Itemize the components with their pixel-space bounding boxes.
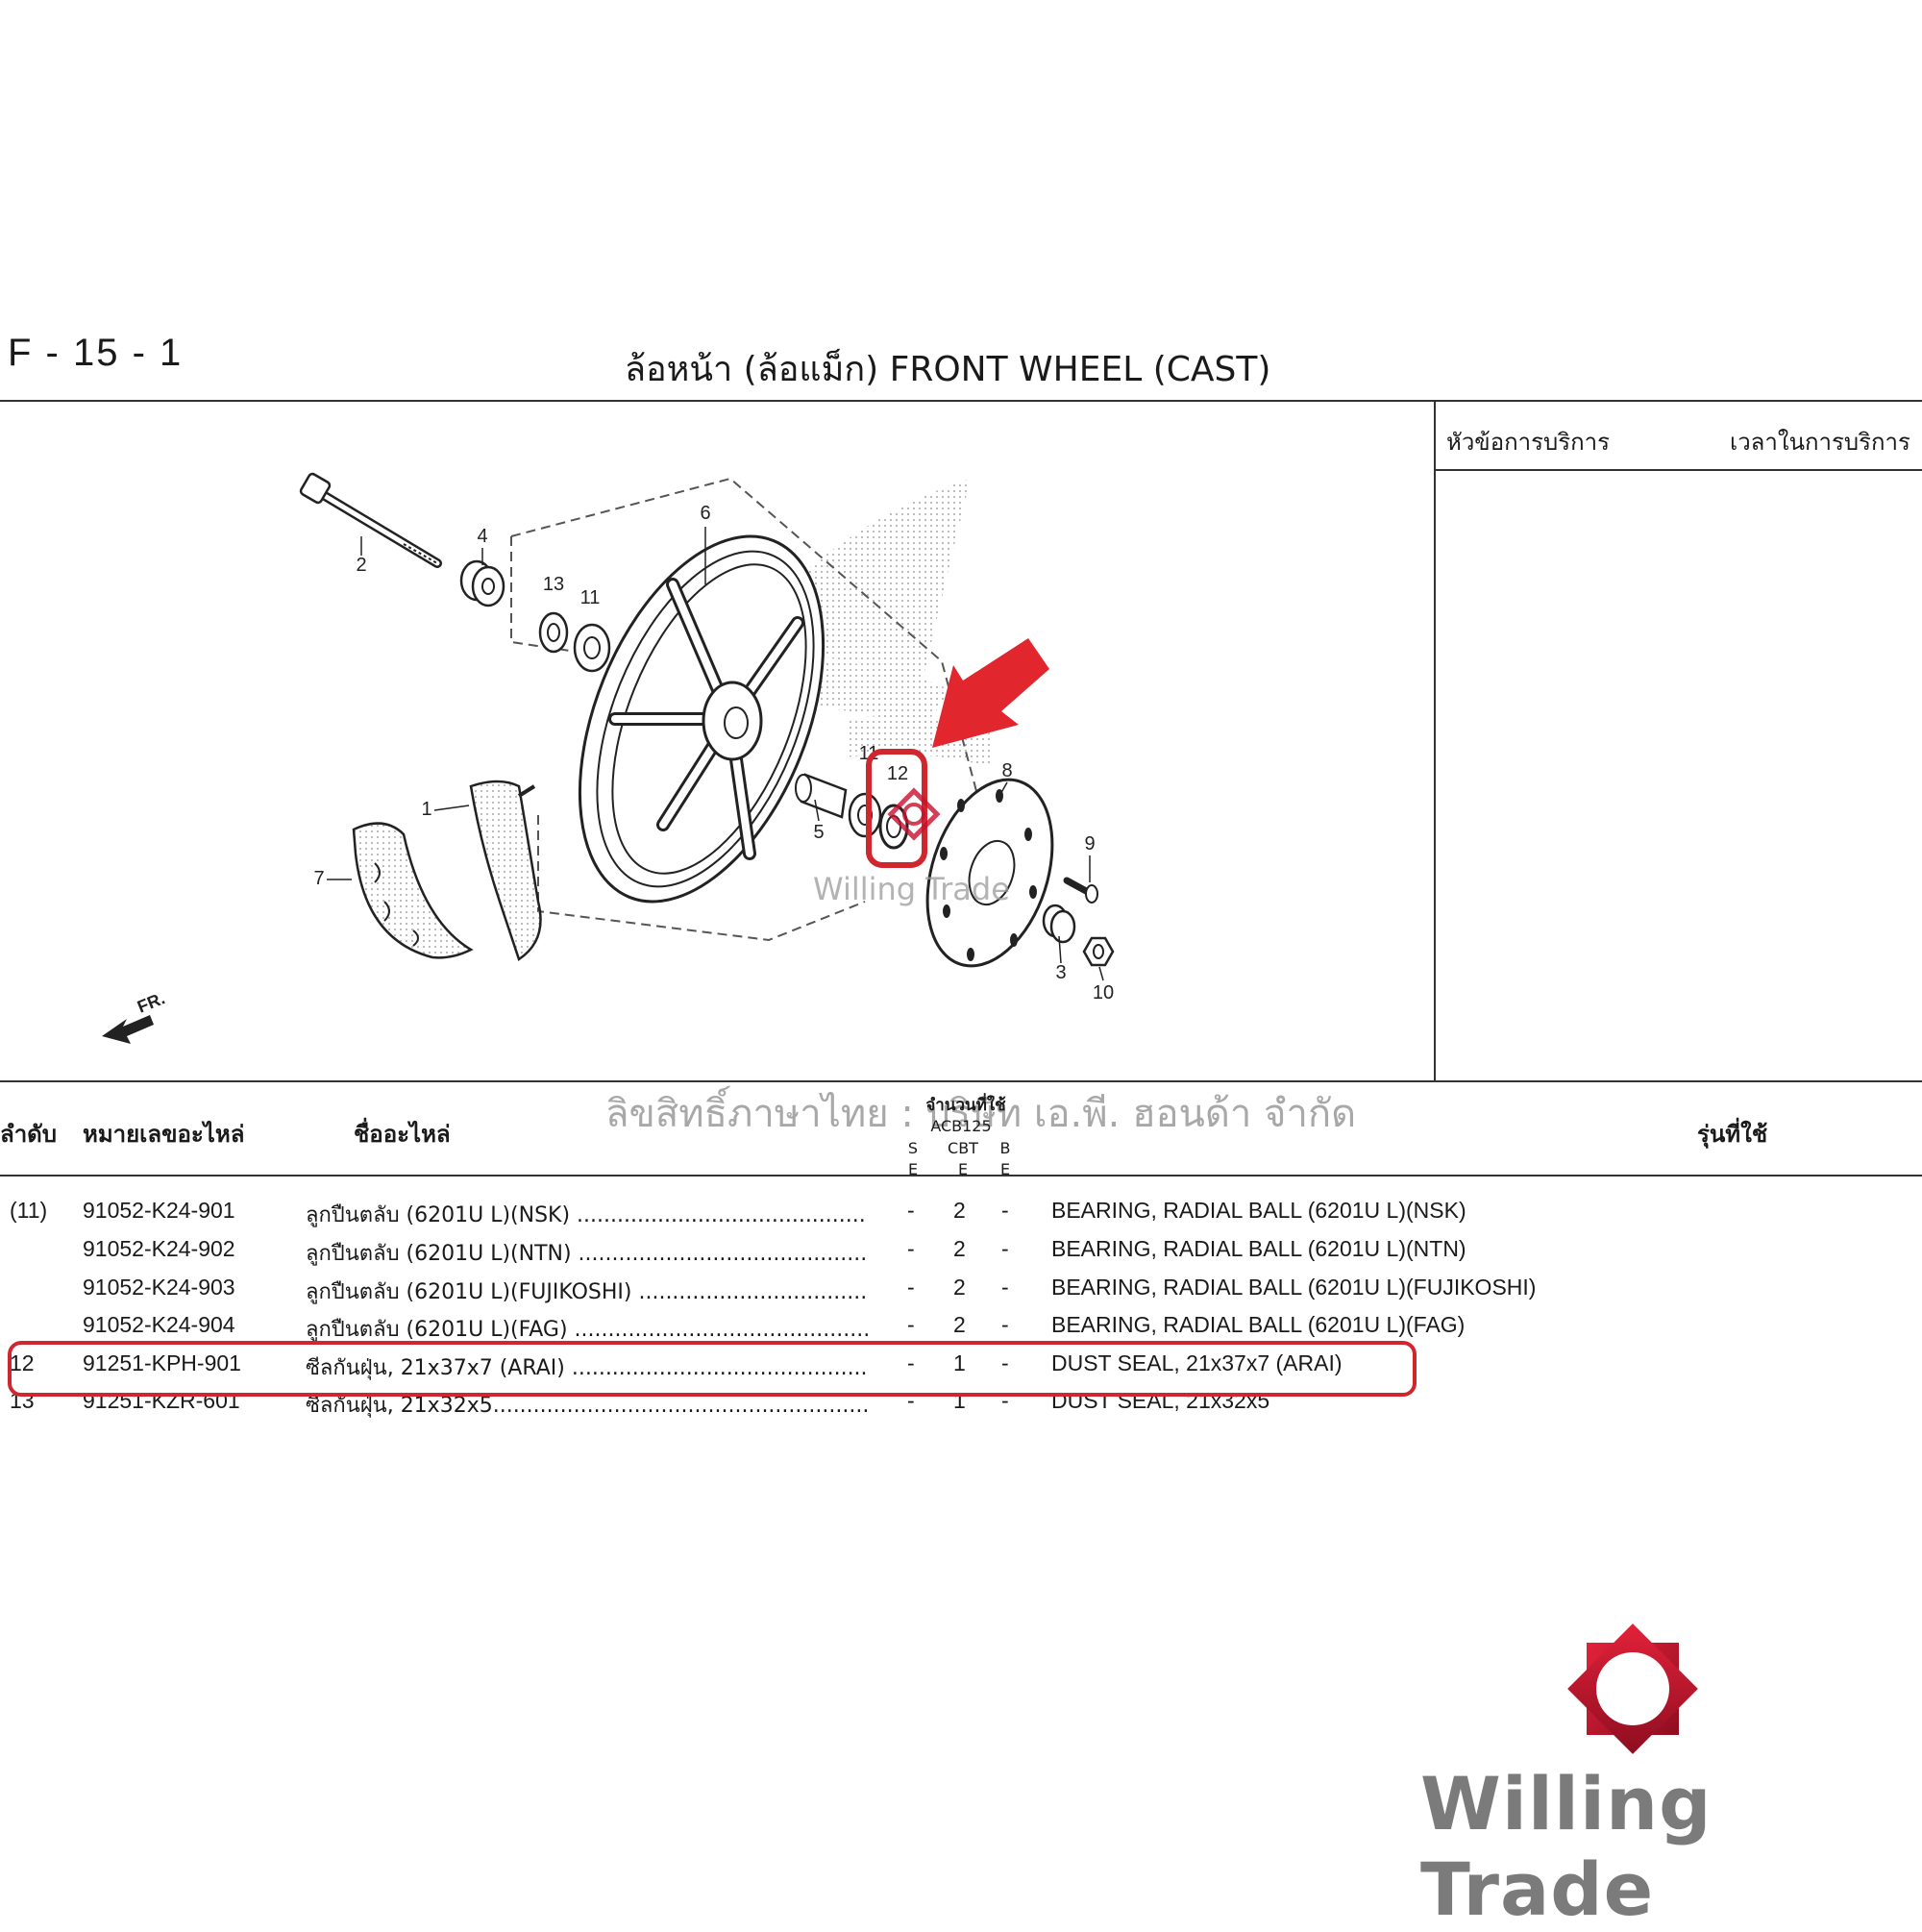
row-part-no: 91052-K24-903 bbox=[83, 1275, 235, 1300]
callout-8: 8 bbox=[1001, 760, 1012, 781]
callout-11-right: 11 bbox=[859, 743, 879, 764]
axle-nut-part bbox=[1082, 936, 1115, 967]
row-name-en: DUST SEAL, 21x37x7 (ARAI) bbox=[1051, 1350, 1343, 1375]
callout-1: 1 bbox=[421, 799, 431, 820]
col-b-header: B E bbox=[999, 1139, 1011, 1178]
bearing-right-part bbox=[848, 792, 882, 838]
col-part-name-header: ชื่ออะไหล่ bbox=[354, 1121, 451, 1148]
highlight-box-part-12 bbox=[866, 749, 927, 868]
bearing-left-part bbox=[538, 611, 611, 673]
disc-bolt-part bbox=[1063, 877, 1098, 904]
table-row: 13 91251-KZR-601 ซีลกันฝุ่น, 21x32x5....… bbox=[0, 1388, 1538, 1426]
assembly-outline bbox=[510, 477, 981, 806]
row-name-th: ลูกปืนตลับ (6201U L)(NTN) ..............… bbox=[306, 1242, 868, 1266]
cast-wheel-part bbox=[578, 534, 825, 904]
callout-2: 2 bbox=[356, 555, 366, 576]
row-part-no: 91052-K24-902 bbox=[83, 1236, 235, 1261]
row-qty-cbt: 2 bbox=[953, 1312, 966, 1337]
copyright-watermark: ลิขสิทธิ์ภาษาไทย : บริษัท เอ.พี. ฮอนด้า … bbox=[605, 1092, 1357, 1136]
callout-12: 12 bbox=[887, 763, 908, 784]
row-name-en: BEARING, RADIAL BALL (6201U L)(NSK) bbox=[1051, 1198, 1466, 1223]
row-name-th: ลูกปืนตลับ (6201U L)(FUJIKOSHI) ........… bbox=[306, 1280, 868, 1304]
row-qty-s: - bbox=[907, 1275, 915, 1300]
brake-disc-part bbox=[925, 778, 1054, 968]
row-qty-b: - bbox=[1001, 1312, 1009, 1337]
callout-11-left: 11 bbox=[580, 587, 601, 608]
page-title: ล้อหน้า (ล้อแม็ก) FRONT WHEEL (CAST) bbox=[625, 350, 1271, 389]
row-index: (11) bbox=[10, 1198, 48, 1223]
diagram-watermark-logo bbox=[887, 787, 941, 841]
service-panel-header-line bbox=[1436, 469, 1922, 471]
row-qty-b: - bbox=[1001, 1388, 1009, 1413]
service-panel-divider bbox=[1434, 400, 1436, 1082]
diagram-divider bbox=[0, 1080, 1922, 1082]
table-row: 91052-K24-904 ลูกปืนตลับ (6201U L)(FAG) … bbox=[0, 1312, 1538, 1350]
row-name-th: ลูกปืนตลับ (6201U L)(FAG) ..............… bbox=[306, 1318, 868, 1342]
distance-collar-part bbox=[795, 773, 848, 819]
row-qty-cbt: 2 bbox=[953, 1275, 966, 1300]
row-qty-s: - bbox=[907, 1236, 915, 1261]
header-divider bbox=[0, 400, 1922, 402]
callout-7: 7 bbox=[313, 868, 324, 889]
row-qty-s: - bbox=[907, 1350, 915, 1375]
callout-9: 9 bbox=[1084, 833, 1095, 855]
table-row: 91052-K24-903 ลูกปืนตลับ (6201U L)(FUJIK… bbox=[0, 1275, 1538, 1313]
row-qty-b: - bbox=[1001, 1350, 1009, 1375]
row-index: 12 bbox=[10, 1350, 35, 1375]
callout-5: 5 bbox=[813, 822, 824, 843]
tire-part bbox=[352, 822, 474, 959]
row-name-th: ซีลกันฝุ่น, 21x37x7 (ARAI) .............… bbox=[306, 1356, 868, 1380]
callout-6: 6 bbox=[700, 503, 710, 524]
highlight-arrow bbox=[932, 638, 1049, 748]
col-cbt-header: CBT E bbox=[948, 1139, 978, 1178]
brand-logo-icon bbox=[1567, 1623, 1698, 1754]
callout-3: 3 bbox=[1055, 962, 1066, 983]
row-qty-s: - bbox=[907, 1312, 915, 1337]
front-direction-label: FR. bbox=[135, 988, 167, 1016]
table-row: 91052-K24-902 ลูกปืนตลับ (6201U L)(NTN) … bbox=[0, 1236, 1538, 1275]
row-qty-b: - bbox=[1001, 1275, 1009, 1300]
inner-tube-part bbox=[469, 780, 542, 961]
table-row: (11) 91052-K24-901 ลูกปืนตลับ (6201U L)(… bbox=[0, 1198, 1538, 1236]
row-qty-cbt: 1 bbox=[953, 1350, 966, 1375]
service-topic-header: หัวข้อการบริการ bbox=[1446, 429, 1611, 456]
row-name-en: DUST SEAL, 21x32x5 bbox=[1051, 1388, 1270, 1413]
callout-13: 13 bbox=[543, 574, 564, 595]
brand-name: Willing Trade bbox=[1420, 1761, 1713, 1932]
callout-4: 4 bbox=[477, 526, 487, 547]
row-name-en: BEARING, RADIAL BALL (6201U L)(NTN) bbox=[1051, 1236, 1466, 1261]
row-qty-b: - bbox=[1001, 1236, 1009, 1261]
service-time-header: เวลาในการบริการ bbox=[1730, 429, 1910, 456]
highlight-box-row-12 bbox=[8, 1341, 1417, 1397]
row-qty-cbt: 2 bbox=[953, 1198, 966, 1223]
row-name-th: ลูกปืนตลับ (6201U L)(NSK) ..............… bbox=[306, 1203, 868, 1227]
row-name-en: BEARING, RADIAL BALL (6201U L)(FUJIKOSHI… bbox=[1051, 1275, 1537, 1300]
row-qty-s: - bbox=[907, 1388, 915, 1413]
collar-part bbox=[459, 559, 505, 607]
col-s-header: S E bbox=[907, 1139, 919, 1178]
row-part-no: 91052-K24-904 bbox=[83, 1312, 235, 1337]
exploded-diagram: 1 2 3 4 5 6 7 8 9 10 11 11 12 13 FR. bbox=[102, 472, 1115, 1044]
diagram-watermark: Willing Trade bbox=[813, 871, 1010, 907]
table-row-highlighted: 12 91251-KPH-901 ซีลกันฝุ่น, 21x37x7 (AR… bbox=[0, 1350, 1538, 1389]
table-header-divider bbox=[0, 1175, 1922, 1177]
callout-10: 10 bbox=[1093, 982, 1114, 1003]
col-quantity-header: จำนวนที่ใช้ bbox=[925, 1096, 1006, 1115]
row-part-no: 91251-KPH-901 bbox=[83, 1350, 241, 1375]
row-qty-cbt: 2 bbox=[953, 1236, 966, 1261]
disc-collar-part bbox=[1042, 904, 1076, 944]
col-model-code-header: ACB125 bbox=[930, 1117, 992, 1135]
col-model-header: รุ่นที่ใช้ bbox=[1697, 1121, 1768, 1148]
row-part-no: 91052-K24-901 bbox=[83, 1198, 235, 1223]
front-direction-arrow: FR. bbox=[102, 988, 167, 1044]
col-index-header: ลำดับ bbox=[0, 1121, 58, 1148]
row-qty-s: - bbox=[907, 1198, 915, 1223]
page-code: F - 15 - 1 bbox=[8, 332, 184, 374]
axle-bolt-part bbox=[299, 472, 442, 568]
row-part-no: 91251-KZR-601 bbox=[83, 1388, 240, 1413]
col-part-no-header: หมายเลขอะไหล่ bbox=[83, 1121, 245, 1148]
row-name-th: ซีลกันฝุ่น, 21x32x5.....................… bbox=[306, 1394, 868, 1418]
row-qty-b: - bbox=[1001, 1198, 1009, 1223]
row-name-en: BEARING, RADIAL BALL (6201U L)(FAG) bbox=[1051, 1312, 1466, 1337]
